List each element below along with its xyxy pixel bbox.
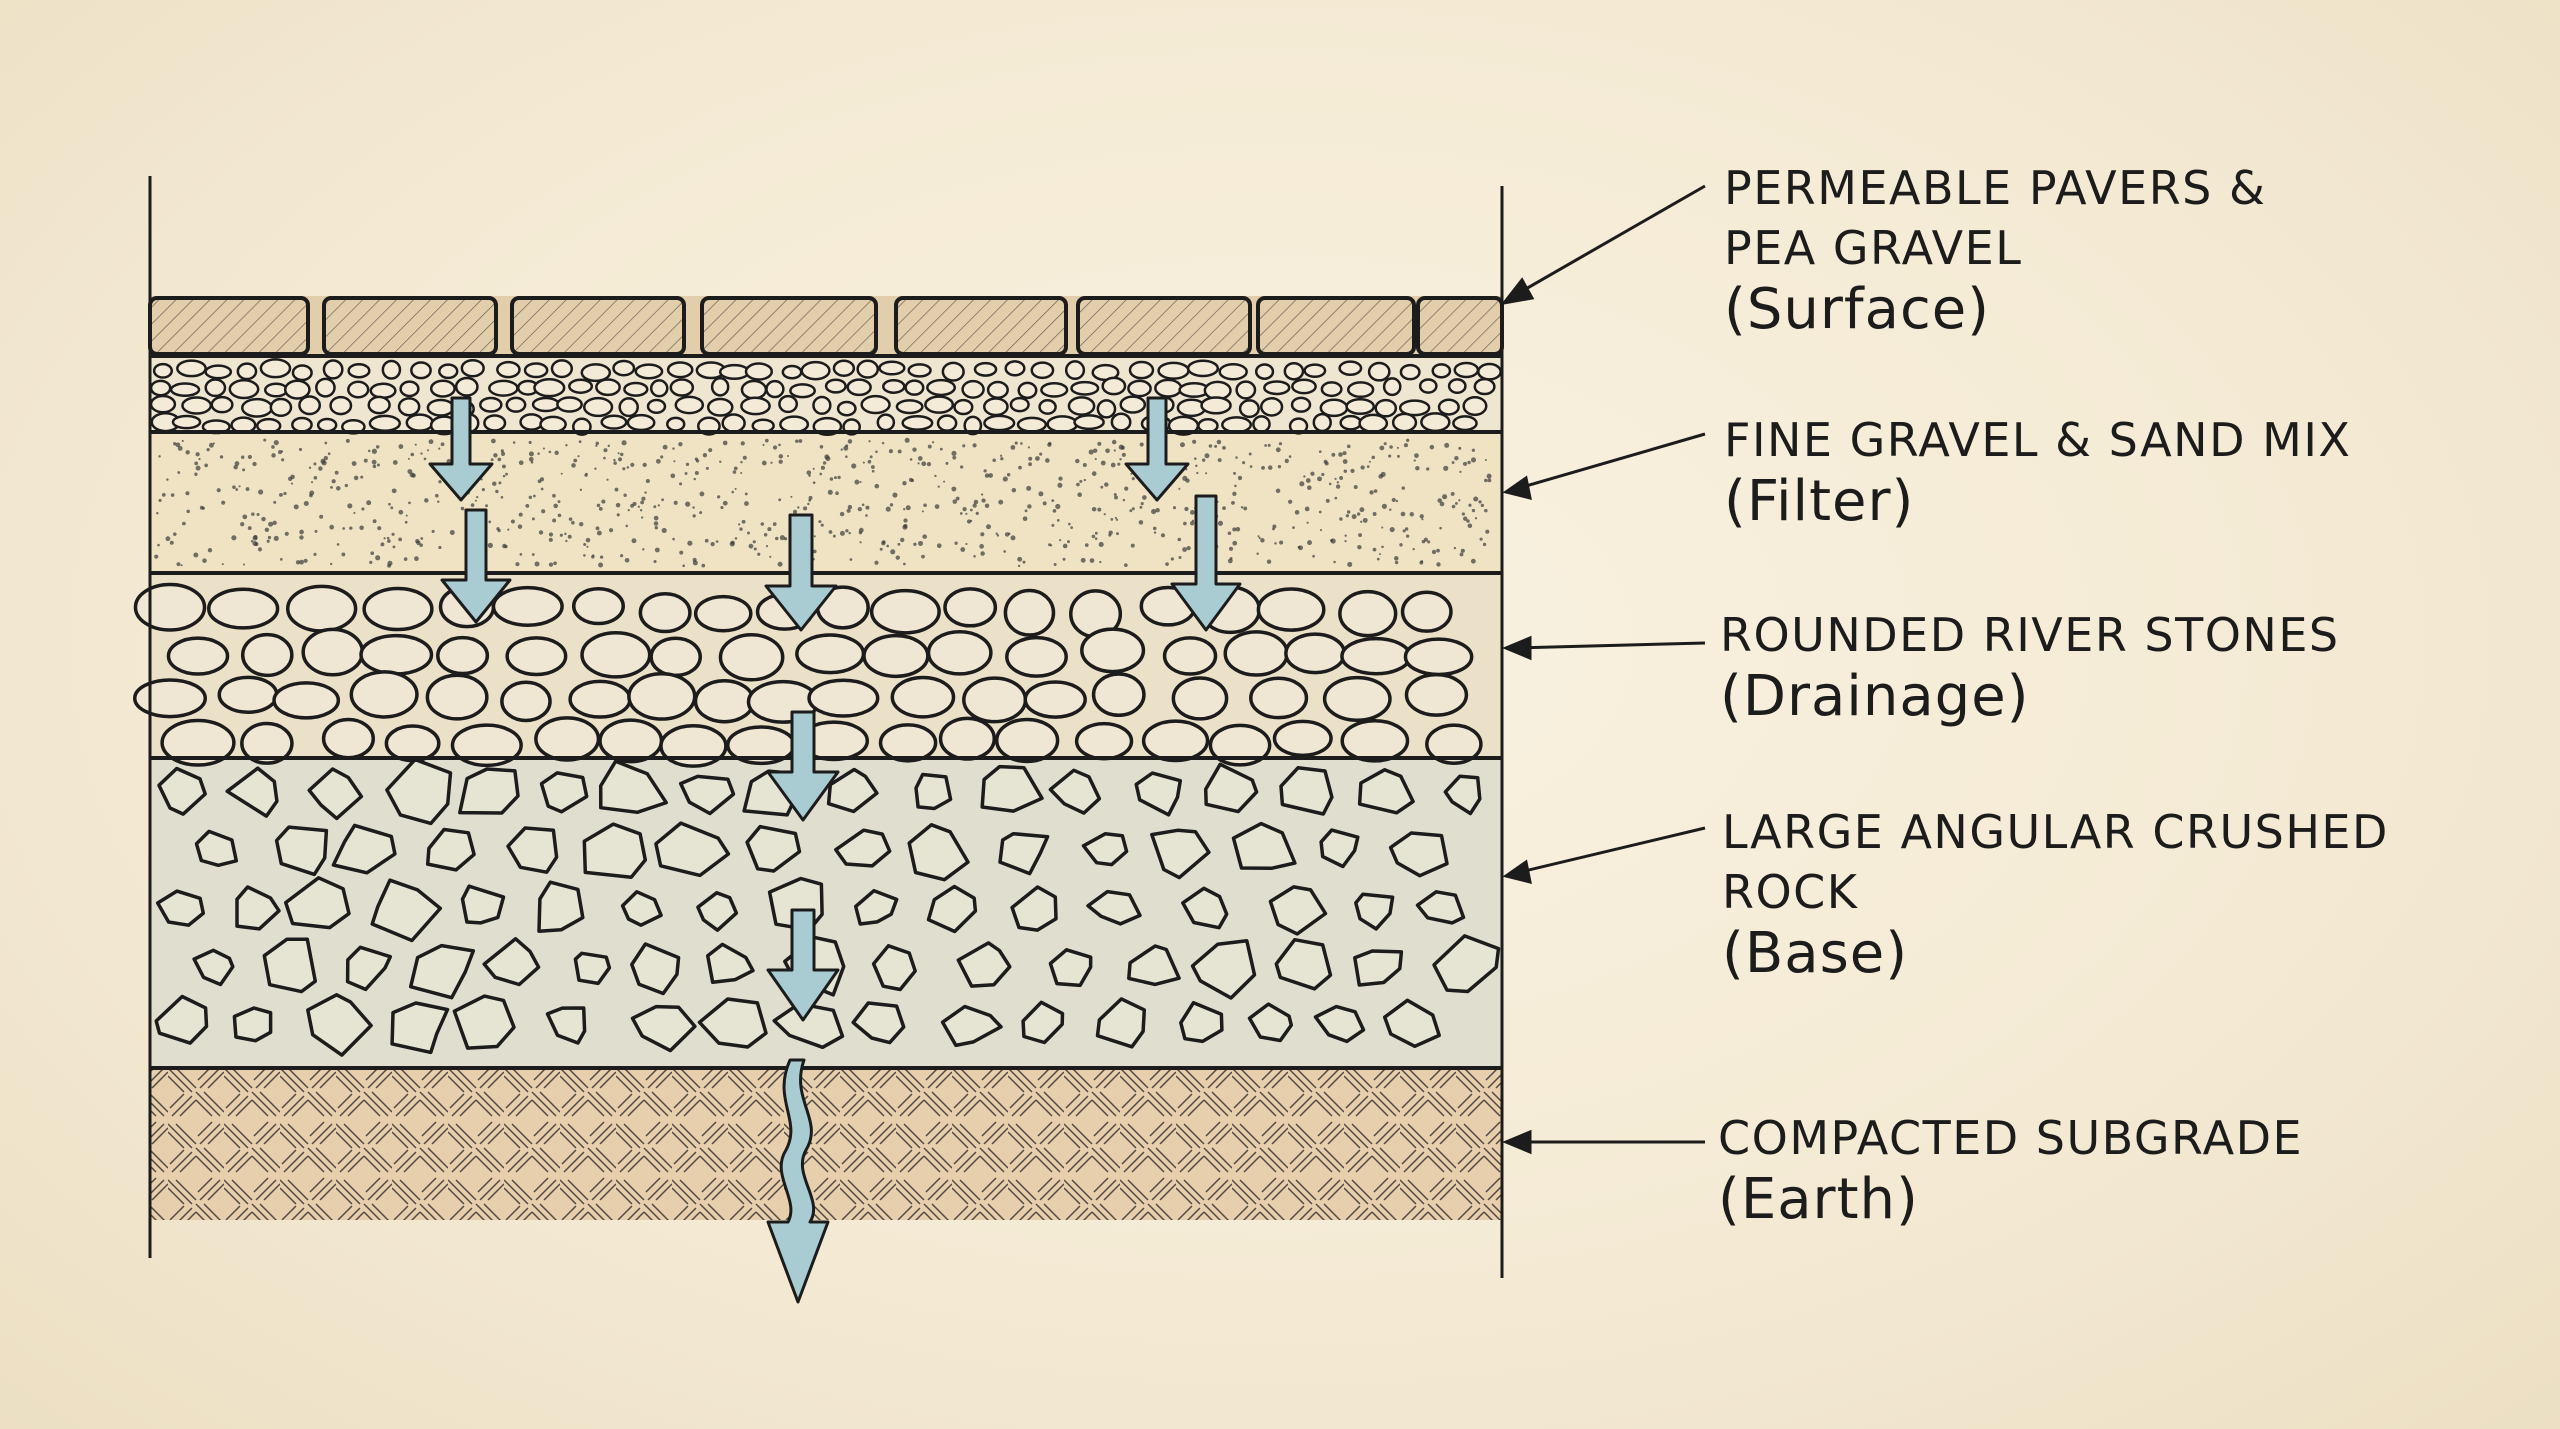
layer-boundaries [150, 354, 1502, 1070]
label-drainage-role: (Drainage) [1720, 664, 2030, 729]
crushed-rocks [154, 757, 1501, 1057]
label-filter-line-1: FINE GRAVEL & SAND MIX [1724, 413, 2352, 467]
label-base-line-1: LARGE ANGULAR CRUSHED [1722, 805, 2389, 859]
label-filter-role: (Filter) [1724, 469, 1915, 534]
label-earth: COMPACTED SUBGRADE (Earth) [1718, 1108, 2303, 1232]
label-base-line-2: ROCK [1722, 865, 1859, 919]
pea-gravel [149, 358, 1502, 436]
filter-layer [150, 432, 1502, 573]
label-drainage-line-1: ROUNDED RIVER STONES [1720, 608, 2340, 662]
label-base-role: (Base) [1722, 921, 1909, 986]
label-drainage: ROUNDED RIVER STONES (Drainage) [1720, 605, 2340, 729]
river-stones [132, 582, 1483, 768]
label-surface-line-1: PERMEABLE PAVERS & [1724, 161, 2267, 215]
label-earth-role: (Earth) [1718, 1167, 1919, 1232]
label-surface-line-2: PEA GRAVEL [1724, 221, 2023, 275]
subgrade-layer [150, 1068, 1502, 1220]
label-earth-line-1: COMPACTED SUBGRADE [1718, 1111, 2304, 1165]
label-filter: FINE GRAVEL & SAND MIX (Filter) [1724, 410, 2351, 534]
label-base: LARGE ANGULAR CRUSHED ROCK (Base) [1722, 802, 2389, 986]
label-surface-role: (Surface) [1724, 277, 1991, 342]
label-surface: PERMEABLE PAVERS & PEA GRAVEL (Surface) [1724, 158, 2266, 342]
water-flow-arrows [428, 396, 1242, 1304]
sand-speckles [154, 437, 1492, 568]
pavers [148, 296, 1504, 356]
leader-arrows [1500, 184, 1706, 1155]
section-edges [148, 176, 1504, 1278]
